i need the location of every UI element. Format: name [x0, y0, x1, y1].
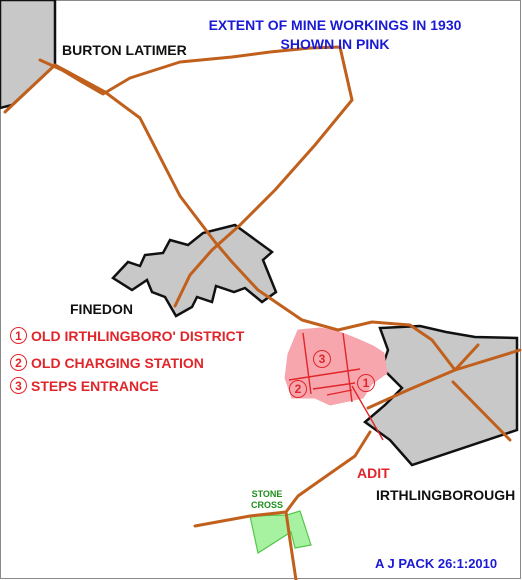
label-finedon: FINEDON	[70, 301, 133, 317]
map-title-line2: SHOWN IN PINK	[280, 36, 390, 52]
marker-3: 3	[313, 350, 331, 368]
legend-number-2: 2	[10, 354, 27, 371]
label-burton-latimer: BURTON LATIMER	[62, 42, 187, 58]
legend-label-1: OLD IRTHLINGBORO' DISTRICT	[31, 327, 245, 344]
legend-number-3: 3	[10, 377, 27, 394]
legend-item-3: 3 STEPS ENTRANCE	[10, 377, 159, 394]
marker-2: 2	[289, 380, 307, 398]
label-adit: ADIT	[357, 465, 390, 481]
legend-item-1: 1 OLD IRTHLINGBORO' DISTRICT	[10, 327, 244, 344]
label-stone-cross-line2: CROSS	[250, 500, 283, 510]
roads	[3, 45, 522, 580]
label-stone-cross-line1: STONE	[251, 489, 283, 499]
label-stone-cross: STONE CROSS	[240, 489, 294, 511]
legend-label-3: STEPS ENTRANCE	[31, 377, 159, 394]
label-irthlingborough: IRTHLINGBOROUGH	[376, 487, 516, 503]
stone-cross-area	[249, 510, 312, 554]
legend-number-1: 1	[10, 327, 27, 344]
irthlingborough-area	[362, 324, 519, 467]
mine-workings-lines	[288, 332, 384, 441]
legend-label-2: OLD CHARGING STATION	[31, 354, 204, 371]
marker-1: 1	[357, 374, 375, 392]
legend-item-2: 2 OLD CHARGING STATION	[10, 354, 204, 371]
author-credit: A J PACK 26:1:2010	[375, 556, 498, 571]
map-title-line1: EXTENT OF MINE WORKINGS IN 1930	[208, 17, 462, 33]
